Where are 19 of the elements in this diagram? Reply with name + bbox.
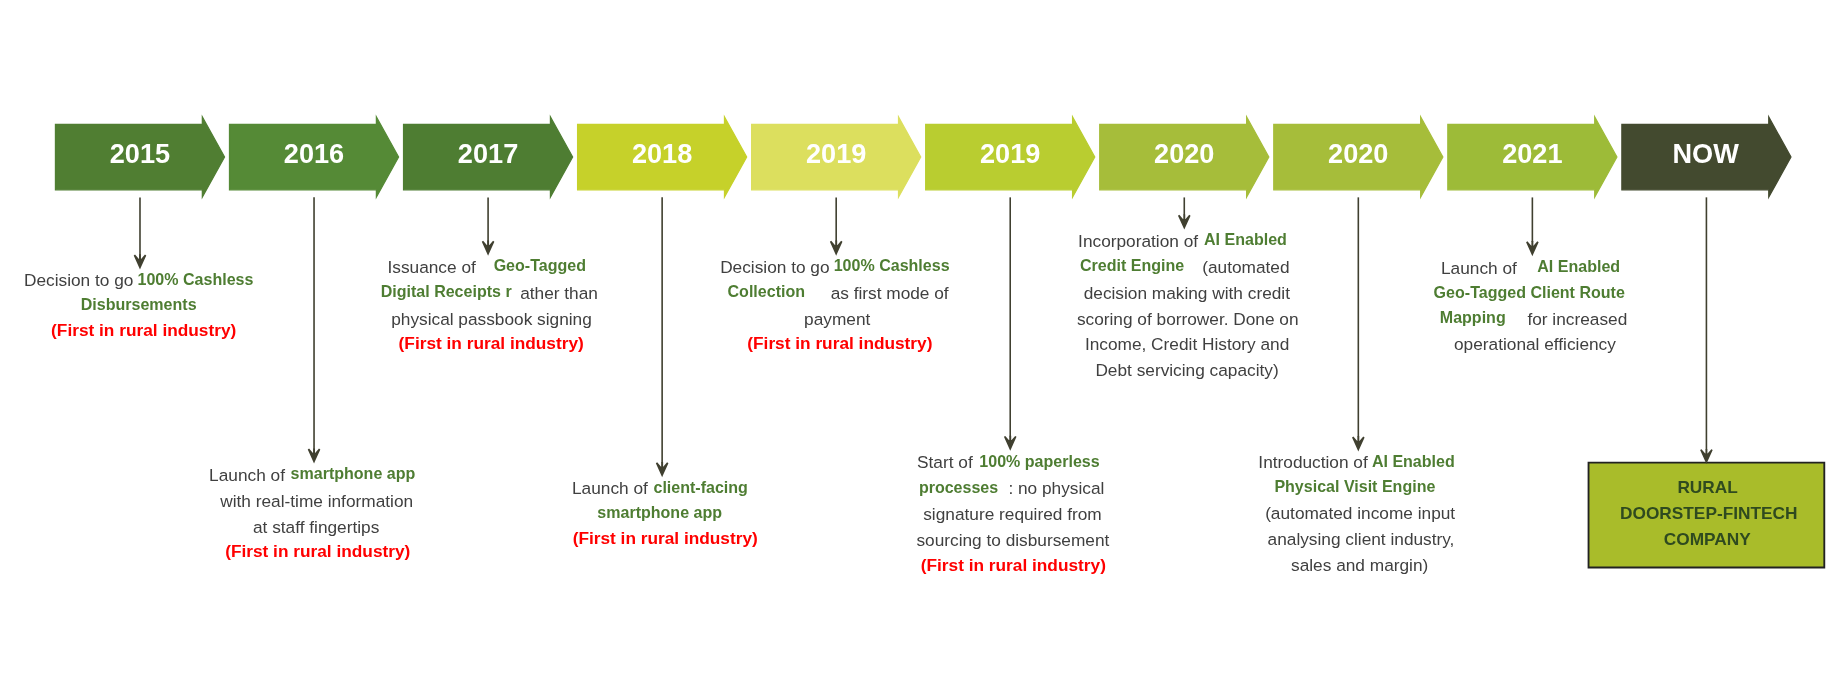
node-box: RURAL DOORSTEP-FINTECH COMPANY: [1587, 461, 1826, 568]
node-text: Launch of AI Enabled Geo-Tagged Client Route Mapping for increased operational efficiency: [1433, 256, 1628, 354]
node-text: Introduction of AI Enabled Physical Visit Engine (automated income input analysing client industry, sales and margin): [1258, 451, 1456, 575]
arrow: [1177, 196, 1191, 228]
arrow: [481, 196, 495, 254]
arrow: [133, 196, 147, 268]
node-text: Decision to go 100% Cashless Disbursements (First in rural industry): [23, 269, 254, 340]
arrow: [1351, 196, 1365, 450]
node-text: Decision to go 100% Cashless Collection as first mode of payment (First in rural industry): [720, 255, 950, 353]
arrow: [829, 196, 843, 254]
node-text: Launch of client-facing smartphone app (First in rural industry): [572, 477, 758, 548]
arrow: [1003, 196, 1017, 450]
node-text: Start of 100% paperless processes: no physical signature required from sourcing to disbursement (First in rural industry): [916, 451, 1110, 575]
node-text: Incorporation of AI Enabled Credit Engine (automated decision making with credit scoring of borrower. Done on Income, Credit History and Debt servicing capacity): [1076, 229, 1299, 380]
arrow: [1526, 196, 1539, 255]
arrow: [307, 196, 321, 462]
arrow: [655, 196, 669, 476]
arrow: [1700, 196, 1713, 463]
node-text: Launch of smartphone app with real-time information at staff fingertips (First in rural industry): [209, 463, 416, 561]
